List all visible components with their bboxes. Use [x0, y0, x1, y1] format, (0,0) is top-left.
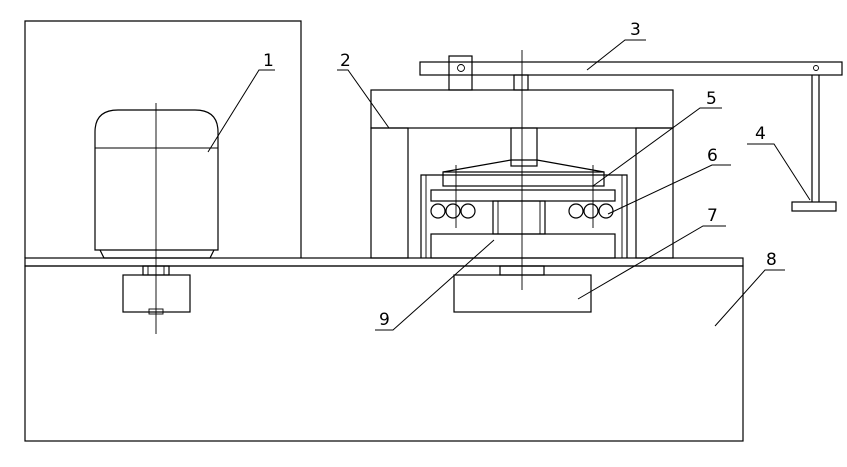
callout-9: 9 [379, 310, 390, 330]
callout-2: 2 [340, 51, 351, 71]
callout-7: 7 [707, 206, 718, 226]
base-table [24, 257, 744, 442]
lower-platen [430, 233, 616, 259]
leader-lines [207, 39, 811, 331]
roller-bearings [430, 165, 614, 228]
foot-pedal [791, 75, 837, 212]
center-hub [492, 200, 546, 235]
spindle [442, 50, 605, 290]
callout-3: 3 [630, 20, 641, 40]
callout-1: 1 [263, 51, 274, 71]
callout-4: 4 [755, 124, 766, 144]
lever-arm [419, 55, 843, 91]
callout-6: 6 [707, 146, 718, 166]
drive-unit [453, 265, 592, 313]
callout-8: 8 [766, 250, 777, 270]
motor [94, 103, 219, 334]
callout-5: 5 [706, 89, 717, 109]
callout-labels: 1 2 3 4 5 6 7 8 9 [263, 20, 777, 330]
left-cabinet [24, 20, 302, 258]
